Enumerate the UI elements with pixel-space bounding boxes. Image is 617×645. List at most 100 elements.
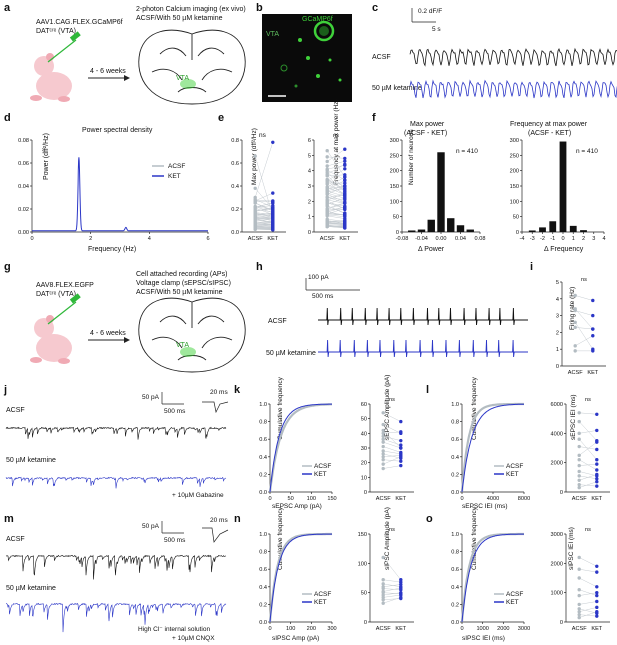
title2b-f: (ACSF - KET) [528,130,571,137]
category-label: KET [395,496,406,502]
pair-line [579,601,597,605]
pair-line [579,474,597,481]
x-tick-label: 0 [460,626,463,632]
acsf-point [577,588,581,592]
pair-line [579,614,597,617]
y-tick-label: 0.0 [259,490,267,496]
brain-section-icon [138,29,246,105]
n1-f: n = 410 [456,148,478,155]
row1-c: ACSF [372,54,391,61]
pair-line [383,584,401,588]
ket-point [399,455,403,459]
ns-label: ns [585,527,591,533]
ket-point [399,582,403,587]
arrow-right-icon [88,337,130,343]
row1-j: ACSF [6,407,25,414]
pair-line [327,218,345,222]
pair-line [574,322,594,350]
mouse-label-a: DATᶜʳᵉ (VTA) [36,28,76,35]
pair-line [579,412,597,415]
pair-line [327,214,345,217]
xlabel-o: sIPSC IEI (ms) [462,635,505,642]
pair-line [255,213,273,216]
pair-line [575,335,593,347]
panel-letter-l: l [426,384,429,396]
y-tick-label: 2000 [551,561,563,567]
ket-point [343,184,347,188]
y-tick-label: 0.6 [231,161,239,167]
pair-line [327,220,345,224]
ket-point [399,419,403,424]
y-tick-label: 50 [393,215,399,221]
y-tick-label: 1000 [551,591,563,597]
panel-letter-d: d [4,112,11,124]
acsf-point [381,452,385,456]
y-tick-label: 0.0 [451,490,459,496]
x-tick-label: -2 [540,236,545,242]
x-tick-label: 6 [206,236,209,242]
y-tick-label: 0.0 [451,620,459,626]
x-tick-label: 0.04 [455,236,466,242]
acsf-point [577,463,581,468]
ket-point [595,447,599,452]
histogram-bar [539,227,546,232]
category-label: ACSF [572,496,588,502]
x-tick-label: 0 [268,626,271,632]
acsf-point [577,593,581,598]
acsf-point [381,595,385,600]
panel-letter-o: o [426,513,433,525]
acsf-point [381,434,385,438]
acsf-point [573,344,577,348]
pair-line [327,225,345,228]
pair-line [383,431,401,434]
y-tick-label: 50 [361,417,367,423]
y-tick-label: 0.0 [259,620,267,626]
histogram-bar [559,141,567,232]
acsf-point [577,411,581,415]
ket-point [271,140,275,144]
y-tick-label: 250 [390,153,399,159]
y-tick-label: 200 [390,169,399,175]
acsf-point [577,437,581,441]
legend-acsf-d: ACSF [168,163,185,170]
panel-letter-f: f [372,112,376,124]
ket-point [343,178,347,182]
pair-line [383,579,401,583]
pair-line [327,222,345,225]
weeks-label-a: 4 - 6 weeks [90,68,126,75]
y-tick-label: 0.6 [259,437,267,443]
pair-line [255,223,273,225]
vta-highlight [180,79,196,89]
y-tick-label: 2000 [551,461,563,467]
inset-event-m [202,527,229,543]
syringe-icon [47,293,81,325]
pair-line [327,226,345,229]
histogram-bar [549,221,557,232]
ket-point [343,189,347,194]
ket-point [271,211,275,216]
x-tick-label: 2 [582,236,585,242]
ket-point [399,459,403,463]
acsf-point [253,154,257,158]
category-label: ACSF [572,626,588,632]
ket-point [591,298,595,303]
ylabel-l: Cumulative frequency [471,376,478,440]
pair-line [579,484,597,487]
pair-line [255,224,273,227]
virus-label-a: AAV1.CAG.FLEX.GCaMP6f [36,19,123,26]
x-tick-label: 0 [460,496,463,502]
y-tick-label: 50 [513,215,519,221]
scale-y-h: 100 pA [308,274,329,281]
pair-line [383,592,401,595]
acsf-point [325,201,329,205]
acsf-point [577,602,581,607]
ket-point [595,428,599,433]
x-tick-label: 4 [602,236,605,242]
ket-point [271,191,275,195]
brain-section-icon [138,297,246,373]
y-tick-label: 0 [308,230,311,236]
